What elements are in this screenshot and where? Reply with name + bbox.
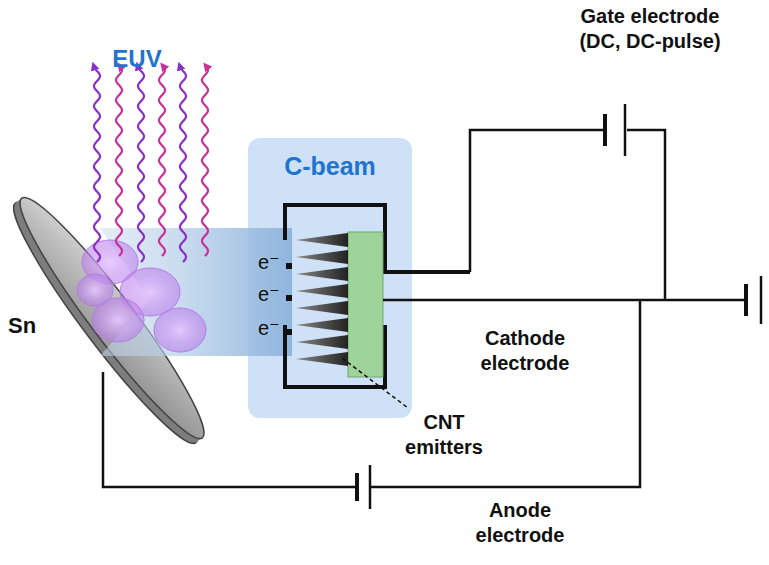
c-beam-box: C-beam (248, 138, 412, 418)
electron-label: e⁻ (258, 316, 286, 341)
cnt-tip (296, 267, 348, 281)
cnt-tip (296, 318, 348, 332)
euv-rays (94, 66, 208, 262)
c-beam-title: C-beam (248, 152, 412, 181)
euv-ray (159, 66, 165, 256)
anode-label: Anode electrode (460, 498, 580, 548)
anode-battery (357, 465, 370, 509)
wires (103, 130, 744, 487)
cnt-tip (296, 284, 348, 298)
electron-dots (286, 263, 292, 335)
leader-line (342, 358, 408, 408)
cnt-tip (296, 250, 348, 264)
cnt-tip (296, 352, 348, 366)
cathode-plate (348, 232, 383, 377)
ground-battery (746, 276, 761, 324)
cnt-label: CNT emitters (388, 410, 500, 460)
euv-ray (202, 66, 208, 256)
tin-target (0, 185, 220, 456)
cnt-emitters (296, 233, 348, 366)
cnt-tip (296, 301, 348, 315)
euv-ray (138, 66, 144, 262)
euv-ray (180, 66, 186, 262)
euv-ray (94, 66, 100, 262)
electron-label: e⁻ (258, 282, 286, 307)
gate-battery (605, 104, 625, 156)
cnt-tip (296, 335, 348, 349)
target-label: Sn (8, 312, 58, 340)
electron-label: e⁻ (258, 250, 286, 275)
gate-label: Gate electrode (DC, DC-pulse) (560, 4, 740, 54)
euv-label: EUV (92, 44, 182, 74)
gate-housing (285, 205, 470, 387)
euv-ray (116, 66, 122, 256)
cnt-tip (296, 233, 348, 247)
cathode-label: Cathode electrode (455, 326, 595, 376)
